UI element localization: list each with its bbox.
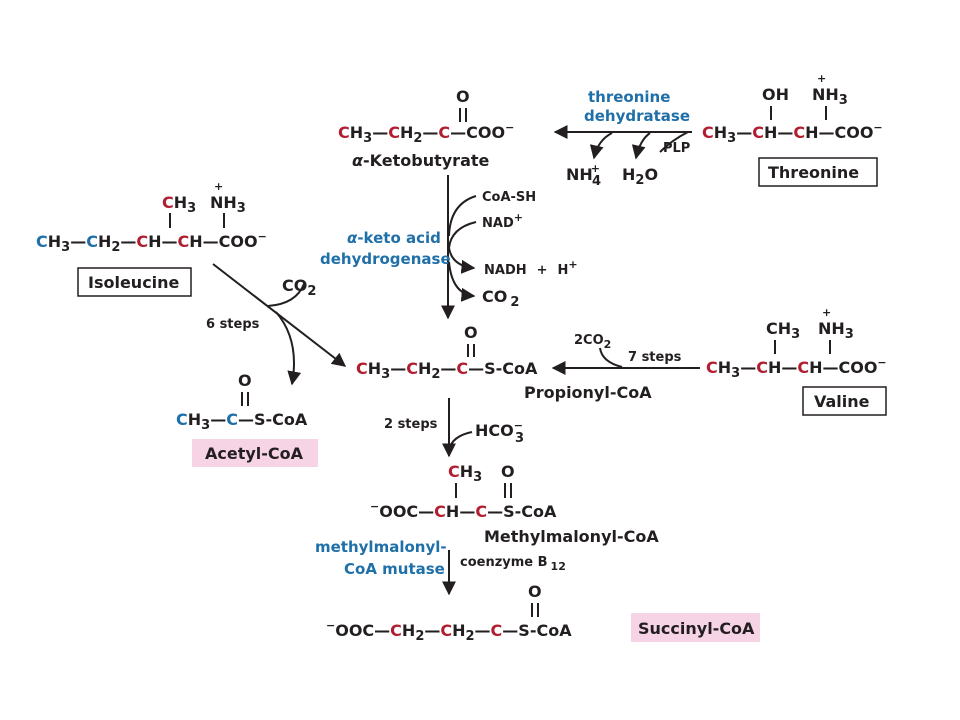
plp-curve xyxy=(659,131,689,153)
succinylcoa-highlight xyxy=(631,613,760,642)
propionylcoa-label: Propionyl-CoA xyxy=(524,383,652,402)
isoleucine-nh3-charge: + xyxy=(214,180,223,193)
valine-nh3: NH3 xyxy=(818,319,854,342)
ketobutyrate-structure: O CH3—CH2—C—COO− α-Ketobutyrate xyxy=(338,87,514,170)
co2-release-arrow-1 xyxy=(448,261,476,302)
nad-label: NAD+ xyxy=(482,211,523,231)
valine-co2-curve xyxy=(599,347,623,368)
enzyme-threonine-dehydratase-line2: dehydratase xyxy=(584,107,690,125)
valine-co2: 2CO2 xyxy=(574,333,611,351)
enzyme-mutase-line2: CoA mutase xyxy=(344,560,445,578)
threonine-label: Threonine xyxy=(768,163,859,182)
valine-structure: CH3 + NH3 CH3—CH—CH—COO− Valine xyxy=(706,306,887,416)
h2o-release-arrow xyxy=(631,132,651,160)
plp-label: PLP xyxy=(663,141,690,156)
ketobutyrate-o: O xyxy=(456,87,470,106)
nh4-product: NH+4 xyxy=(566,162,601,189)
nad-curve xyxy=(448,221,477,249)
valine-ch3: CH3 xyxy=(766,319,800,342)
propionylcoa-chain: CH3—CH2—C—S-CoA xyxy=(356,359,538,382)
methylmalonylcoa-label: Methylmalonyl-CoA xyxy=(484,527,659,546)
isoleucine-ch3: CH3 xyxy=(162,193,196,216)
acetylcoa-chain: CH3—C—S-CoA xyxy=(176,410,308,433)
nadh-h-label: NADH+H+ xyxy=(484,258,578,278)
coash-curve xyxy=(448,195,477,237)
valine-steps: 7 steps xyxy=(628,350,682,365)
propionylcoa-o: O xyxy=(464,323,478,342)
h2o-product: H2O xyxy=(622,165,658,188)
isoleucine-chain: CH3—CH2—CH—CH—COO− xyxy=(36,230,267,255)
valine-nh3-charge: + xyxy=(822,306,831,319)
threonine-box xyxy=(758,157,878,187)
enzyme-keto-acid-dehydrogenase-line2: dehydrogenase xyxy=(320,250,451,268)
acetylcoa-branch-arrow xyxy=(275,311,302,386)
ketobutyrate-chain: CH3—CH2—C—COO− xyxy=(338,121,514,146)
threonine-chain: CH3—CH—CH—COO− xyxy=(702,121,883,146)
isoleucine-steps: 6 steps xyxy=(206,317,260,332)
propionylcoa-structure: O CH3—CH2—C—S-CoA Propionyl-CoA xyxy=(356,323,652,402)
enzyme-mutase-line1: methylmalonyl- xyxy=(315,538,447,556)
valine-chain: CH3—CH—CH—COO− xyxy=(706,356,887,381)
valine-label: Valine xyxy=(814,392,870,411)
hco3-curve xyxy=(448,431,473,451)
valine-box xyxy=(802,386,887,416)
isoleucine-structure: CH3 + NH3 CH3—CH2—CH—CH—COO− Isoleucine xyxy=(36,180,267,297)
isoleucine-label: Isoleucine xyxy=(88,273,180,292)
acetylcoa-structure: O CH3—C—S-CoA Acetyl-CoA xyxy=(176,371,318,467)
coash-label: CoA-SH xyxy=(482,190,536,205)
threonine-structure: OH + NH3 CH3—CH—CH—COO− Threonine xyxy=(702,72,883,187)
acetylcoa-label: Acetyl-CoA xyxy=(205,444,304,463)
carboxylation-steps: 2 steps xyxy=(384,417,438,432)
ketobutyrate-label: α-Ketobutyrate xyxy=(352,151,490,170)
methylmalonyl-o: O xyxy=(501,462,515,481)
succinylcoa-label: Succinyl-CoA xyxy=(638,619,755,638)
methylmalonylcoa-structure: CH3 O −OOC—CH—C—S-CoA Methylmalonyl-CoA xyxy=(370,462,659,546)
succinylcoa-o: O xyxy=(528,582,542,601)
hco3-label: HCO−3 xyxy=(475,419,524,446)
threonine-nh3: NH3 xyxy=(812,85,848,108)
nh4-release-arrow xyxy=(589,132,613,160)
acetylcoa-highlight xyxy=(192,439,318,467)
methylmalonyl-ch3: CH3 xyxy=(448,462,482,485)
threonine-nh3-charge: + xyxy=(817,72,826,85)
succinylcoa-structure: O −OOC—CH2—CH2—C—S-CoA Succinyl-CoA xyxy=(326,582,760,644)
succinylcoa-chain: −OOC—CH2—CH2—C—S-CoA xyxy=(326,619,572,644)
nadh-release-arrow xyxy=(448,247,476,274)
isoleucine-co2-curve xyxy=(267,283,305,307)
isoleucine-co2: CO2 xyxy=(282,276,316,299)
enzyme-keto-acid-dehydrogenase-line1: α-keto acid xyxy=(347,229,441,247)
acetylcoa-o: O xyxy=(238,371,252,390)
isoleucine-box xyxy=(77,267,192,297)
enzyme-threonine-dehydratase-line1: threonine xyxy=(588,88,670,106)
methylmalonyl-chain: −OOC—CH—C—S-CoA xyxy=(370,500,557,521)
threonine-oh: OH xyxy=(762,85,789,104)
isoleucine-nh3: NH3 xyxy=(210,193,246,216)
